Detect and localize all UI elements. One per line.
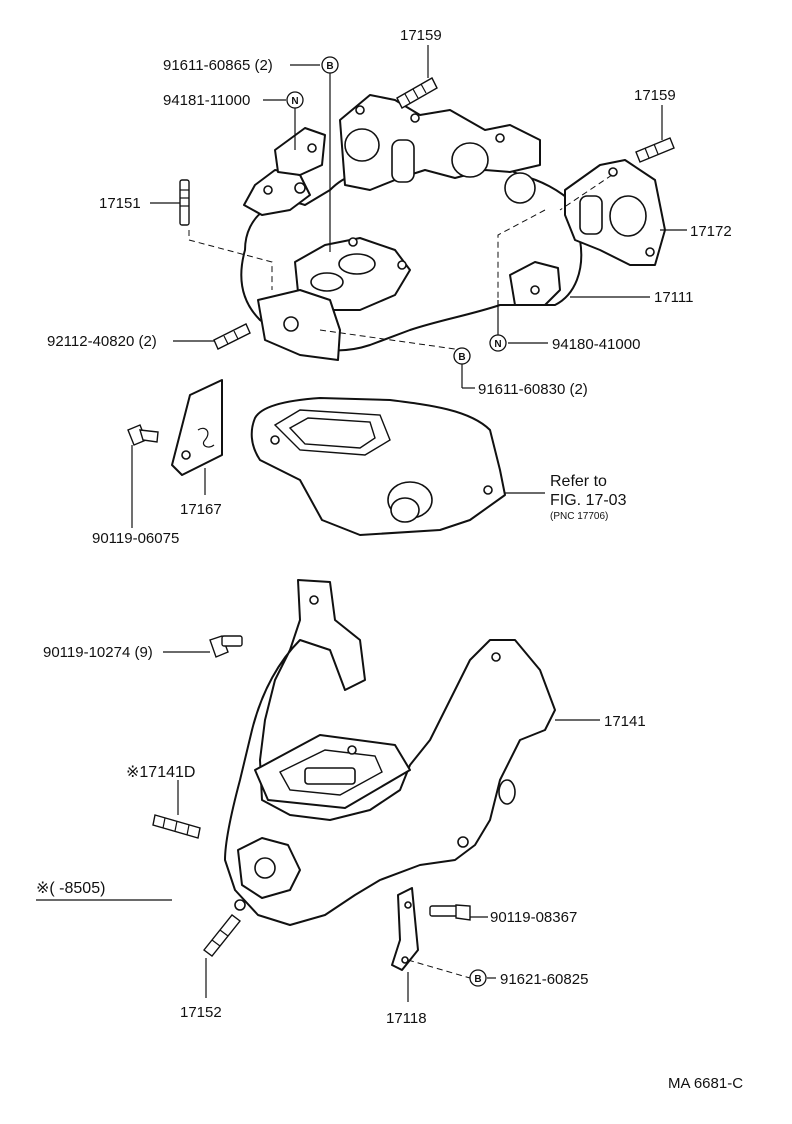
label-17159-top: 17159 (400, 27, 442, 44)
label-17167: 17167 (180, 501, 222, 518)
stud-17152 (203, 914, 241, 957)
label-91611-60865: 91611-60865 (2) (163, 57, 273, 74)
label-17159-right: 17159 (634, 87, 676, 104)
gasket-17172 (564, 159, 666, 266)
marker-b-text: B (458, 352, 465, 363)
bolt-90119-06075 (127, 424, 159, 446)
marker-b-60830: B (453, 347, 471, 365)
label-17172: 17172 (690, 223, 732, 240)
label-92112-40820: 92112-40820 (2) (47, 333, 157, 350)
stud-17159-top (396, 77, 438, 109)
intake-manifold-17141 (224, 579, 556, 926)
stud-17151 (179, 179, 190, 226)
label-90119-08367: 90119-08367 (490, 909, 577, 926)
note-range: ※( -8505) (36, 880, 105, 897)
stud-17141D (152, 814, 201, 839)
label-91621-60825: 91621-60825 (500, 971, 588, 988)
heat-insulator-17167 (171, 379, 223, 476)
marker-n-94180: N (489, 334, 507, 352)
dashed-alignment-lines (188, 174, 613, 979)
label-17118: 17118 (386, 1010, 427, 1027)
label-17111: 17111 (654, 289, 694, 306)
refer-pnc-text: (PNC 17706) (550, 511, 608, 522)
marker-n-text: N (494, 339, 501, 350)
label-91611-60830: 91611-60830 (2) (478, 381, 588, 398)
label-17141: 17141 (604, 713, 646, 730)
leader-lines (36, 45, 687, 1002)
exhaust-manifold-17111 (240, 94, 583, 361)
label-94180-41000: 94180-41000 (552, 336, 640, 353)
stud-92112-40820 (213, 323, 251, 350)
refer-to-text: Refer to (550, 473, 607, 490)
label-17141D: ※17141D (126, 764, 195, 781)
label-94181-11000: 94181-11000 (163, 92, 250, 109)
marker-b-text: B (326, 61, 333, 72)
marker-b-60825: B (469, 969, 487, 987)
refer-fig-text: FIG. 17-03 (550, 492, 627, 509)
marker-n-94181: N (286, 91, 304, 109)
label-90119-06075: 90119-06075 (92, 530, 179, 547)
bolt-90119-08367 (429, 904, 471, 921)
label-17151: 17151 (99, 195, 141, 212)
stud-17159-right (635, 137, 675, 163)
diagram-footer-code: MA 6681-C (668, 1075, 743, 1092)
label-90119-10274: 90119-10274 (9) (43, 644, 153, 661)
marker-b-text: B (474, 974, 481, 985)
bracket-17118 (391, 887, 419, 971)
label-17152: 17152 (180, 1004, 222, 1021)
marker-n-text: N (291, 96, 298, 107)
bolt-90119-10274 (209, 635, 243, 658)
heat-insulator-refer-17706 (250, 397, 506, 536)
marker-b-60865: B (321, 56, 339, 74)
